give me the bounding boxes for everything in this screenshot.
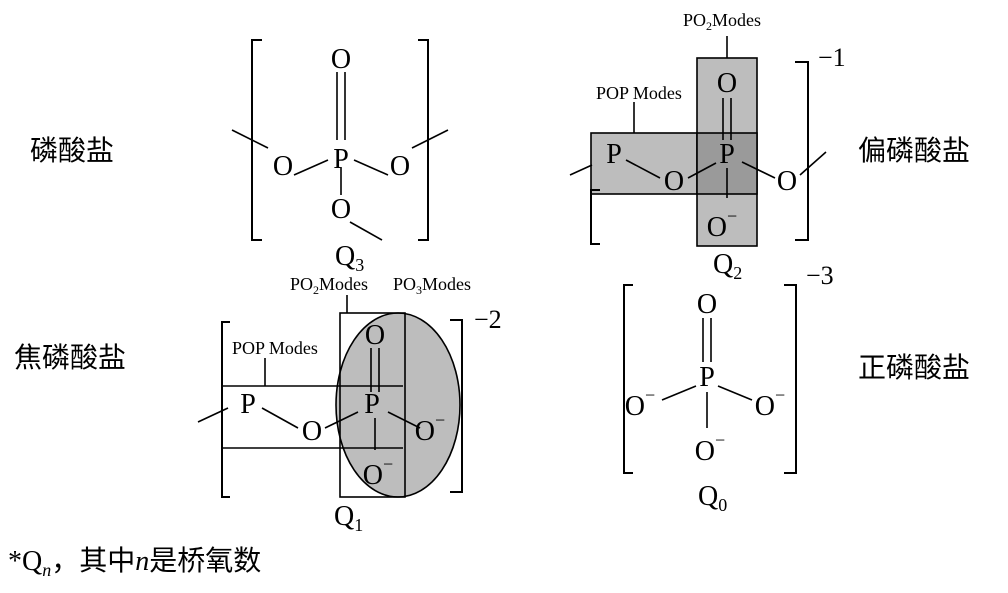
- q3-o-right: O: [390, 151, 410, 182]
- q3-bond-right: [353, 159, 389, 176]
- q0-o-right-minus: O−: [755, 385, 785, 422]
- q0-bond-right: [717, 385, 753, 401]
- q0-p: P: [699, 362, 715, 393]
- q2-chain-right: [799, 151, 827, 176]
- q3-label: Q3: [335, 241, 364, 275]
- q0-o-bottom-minus: O−: [695, 430, 725, 467]
- q3-chain-right: [411, 129, 449, 149]
- q1-po2-modes-label: PO2Modes: [290, 274, 368, 297]
- q2-bond-p1-o: [625, 159, 661, 179]
- orthophosphate-label: 正磷酸盐: [858, 351, 970, 384]
- q3-o-top: O: [331, 44, 351, 75]
- q1-label: Q1: [334, 501, 363, 535]
- q1-pop-modes-label: POP Modes: [232, 338, 318, 358]
- q2-bond-p2-o: [741, 161, 776, 179]
- q2-o-right: O: [777, 166, 797, 197]
- pyrophosphate-label: 焦磷酸盐: [14, 341, 126, 374]
- q1-po3-modes-label: PO3Modes: [393, 274, 471, 297]
- footnote: *Qn，其中n是桥氧数: [8, 544, 261, 580]
- q1-o-bridge: O: [302, 416, 322, 447]
- q3-chain-down: [349, 221, 383, 241]
- q1-po2-box: [339, 312, 406, 498]
- q0-o-top: O: [697, 289, 717, 320]
- q3-chain-left: [231, 129, 269, 149]
- q2-o-top: O: [717, 68, 737, 99]
- q0-o-left-minus: O−: [625, 385, 655, 422]
- metaphosphate-label: 偏磷酸盐: [858, 134, 970, 167]
- q0-bond-left: [661, 385, 697, 401]
- q1-o-right-minus: O−: [415, 410, 445, 447]
- q2-o-minus: O−: [707, 206, 737, 243]
- q0-label: Q0: [698, 481, 727, 515]
- q2-po2-modes-label: PO2Modes: [683, 10, 761, 33]
- q3-p: P: [333, 144, 349, 175]
- q1-p1: P: [240, 389, 256, 420]
- q0-right-bracket: [784, 284, 797, 474]
- q3-o-left: O: [273, 151, 293, 182]
- q2-chain-left: [569, 164, 593, 176]
- q1-charge: −2: [474, 305, 502, 334]
- q2-p1: P: [606, 139, 622, 170]
- q0-left-bracket: [623, 284, 633, 474]
- q1-right-bracket: [450, 319, 463, 493]
- q2-structure: O P O P O O− PO2Modes POP Modes −1 Q2: [569, 10, 846, 283]
- q2-charge: −1: [818, 43, 846, 72]
- q3-structure: O P O O O Q3: [231, 39, 449, 275]
- q1-o-top: O: [365, 320, 385, 351]
- q1-p2: P: [364, 389, 380, 420]
- q1-bond-p1-o: [261, 407, 299, 429]
- q1-chain-left: [197, 407, 229, 423]
- phosphate-label: 磷酸盐: [30, 134, 114, 167]
- q2-left-bracket: [590, 189, 600, 245]
- q1-bond-o-p2: [324, 411, 359, 429]
- q1-po3-ellipse: [335, 312, 461, 498]
- q1-o-bottom-minus: O−: [363, 454, 393, 491]
- q1-bond-p2-o: [387, 411, 421, 429]
- q0-charge: −3: [806, 261, 834, 290]
- q1-left-bracket: [221, 321, 230, 498]
- q2-right-bracket: [795, 61, 809, 241]
- q2-label: Q2: [713, 249, 742, 283]
- q2-p2: P: [719, 139, 735, 170]
- q2-pop-modes-label: POP Modes: [596, 83, 682, 103]
- q2-bond-o-p2: [687, 162, 717, 179]
- q3-bond-left: [293, 159, 329, 176]
- q3-o-bottom: O: [331, 194, 351, 225]
- q2-o-bridge: O: [664, 166, 684, 197]
- q0-structure: O P O− O− O− −3 Q0: [623, 261, 834, 515]
- q1-structure: O P O P O− O− PO2Modes PO3Modes POP Mode…: [197, 274, 502, 535]
